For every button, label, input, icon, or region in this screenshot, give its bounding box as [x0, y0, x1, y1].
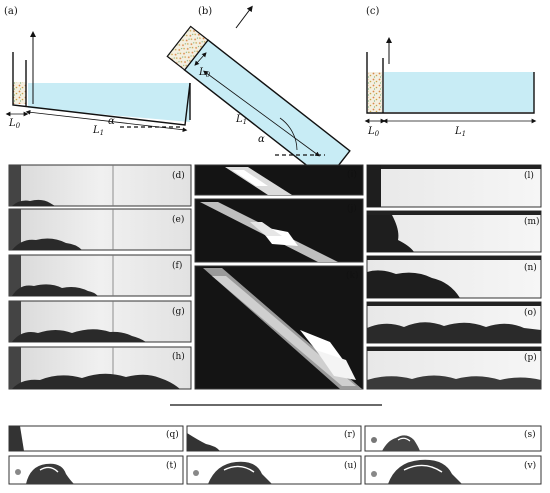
label-g: (g) — [172, 306, 185, 317]
label-d: (d) — [172, 170, 185, 181]
label-f: (f) — [172, 260, 182, 271]
photo-i: (i) — [194, 164, 364, 196]
alpha-b: α — [258, 134, 265, 145]
L1-c: L1 — [454, 126, 466, 138]
photo-l: (l) — [366, 164, 542, 208]
sim-r: (r) — [186, 425, 362, 452]
left-photo-column: (d) (e) (f) (g) (h) — [8, 164, 192, 390]
label-v: (v) — [524, 460, 536, 471]
schematic-c: (c) L0 L1 — [364, 6, 537, 138]
L1-a: L1 — [92, 125, 104, 137]
label-r: (r) — [344, 429, 355, 440]
label-q: (q) — [166, 429, 179, 440]
label-e: (e) — [172, 214, 184, 225]
label-n: (n) — [524, 262, 537, 273]
L0-a: L0 — [8, 118, 21, 130]
sim-q: (q) — [8, 425, 184, 452]
sim-t: (t) — [8, 455, 184, 485]
photo-o: (o) — [366, 301, 542, 344]
photo-m: (m) — [366, 210, 542, 253]
label-m: (m) — [524, 216, 540, 227]
label-l: (l) — [524, 170, 534, 181]
label-h: (h) — [172, 351, 185, 362]
label-o: (o) — [524, 307, 536, 318]
photo-e: (e) — [8, 208, 192, 251]
label-c: (c) — [366, 6, 380, 17]
photo-h: (h) — [8, 346, 192, 390]
photo-n: (n) — [366, 255, 542, 299]
bottom-simulation-panels: (q) (r) (s) (t) (u) — [8, 425, 542, 485]
label-u: (u) — [344, 460, 357, 471]
L1-b: L1 — [235, 114, 247, 126]
sim-u: (u) — [186, 455, 362, 485]
label-s: (s) — [524, 429, 536, 440]
photo-f: (f) — [8, 254, 192, 297]
photo-p: (p) — [366, 346, 542, 390]
label-j: (j) — [347, 203, 357, 214]
photo-j: (j) — [194, 198, 364, 263]
label-p: (p) — [524, 352, 537, 363]
label-t: (t) — [166, 460, 177, 471]
label-b: (b) — [198, 6, 212, 17]
sim-s: (s) — [364, 425, 542, 452]
sim-v: (v) — [364, 455, 542, 485]
label-a: (a) — [4, 6, 18, 17]
L0-c: L0 — [367, 126, 380, 138]
right-photo-column: (l) (m) (n) (o) (p) — [366, 164, 542, 390]
middle-photo-column: (i) (j) (k) — [194, 164, 364, 390]
schematic-b: (b) L0 L1 α — [166, 5, 351, 182]
schematic-a: (a) α L0 L1 — [4, 6, 191, 137]
label-i: (i) — [347, 169, 357, 180]
photo-k: (k) — [194, 265, 364, 390]
label-k: (k) — [346, 270, 358, 281]
photo-g: (g) — [8, 300, 192, 343]
photo-d: (d) — [8, 164, 192, 207]
